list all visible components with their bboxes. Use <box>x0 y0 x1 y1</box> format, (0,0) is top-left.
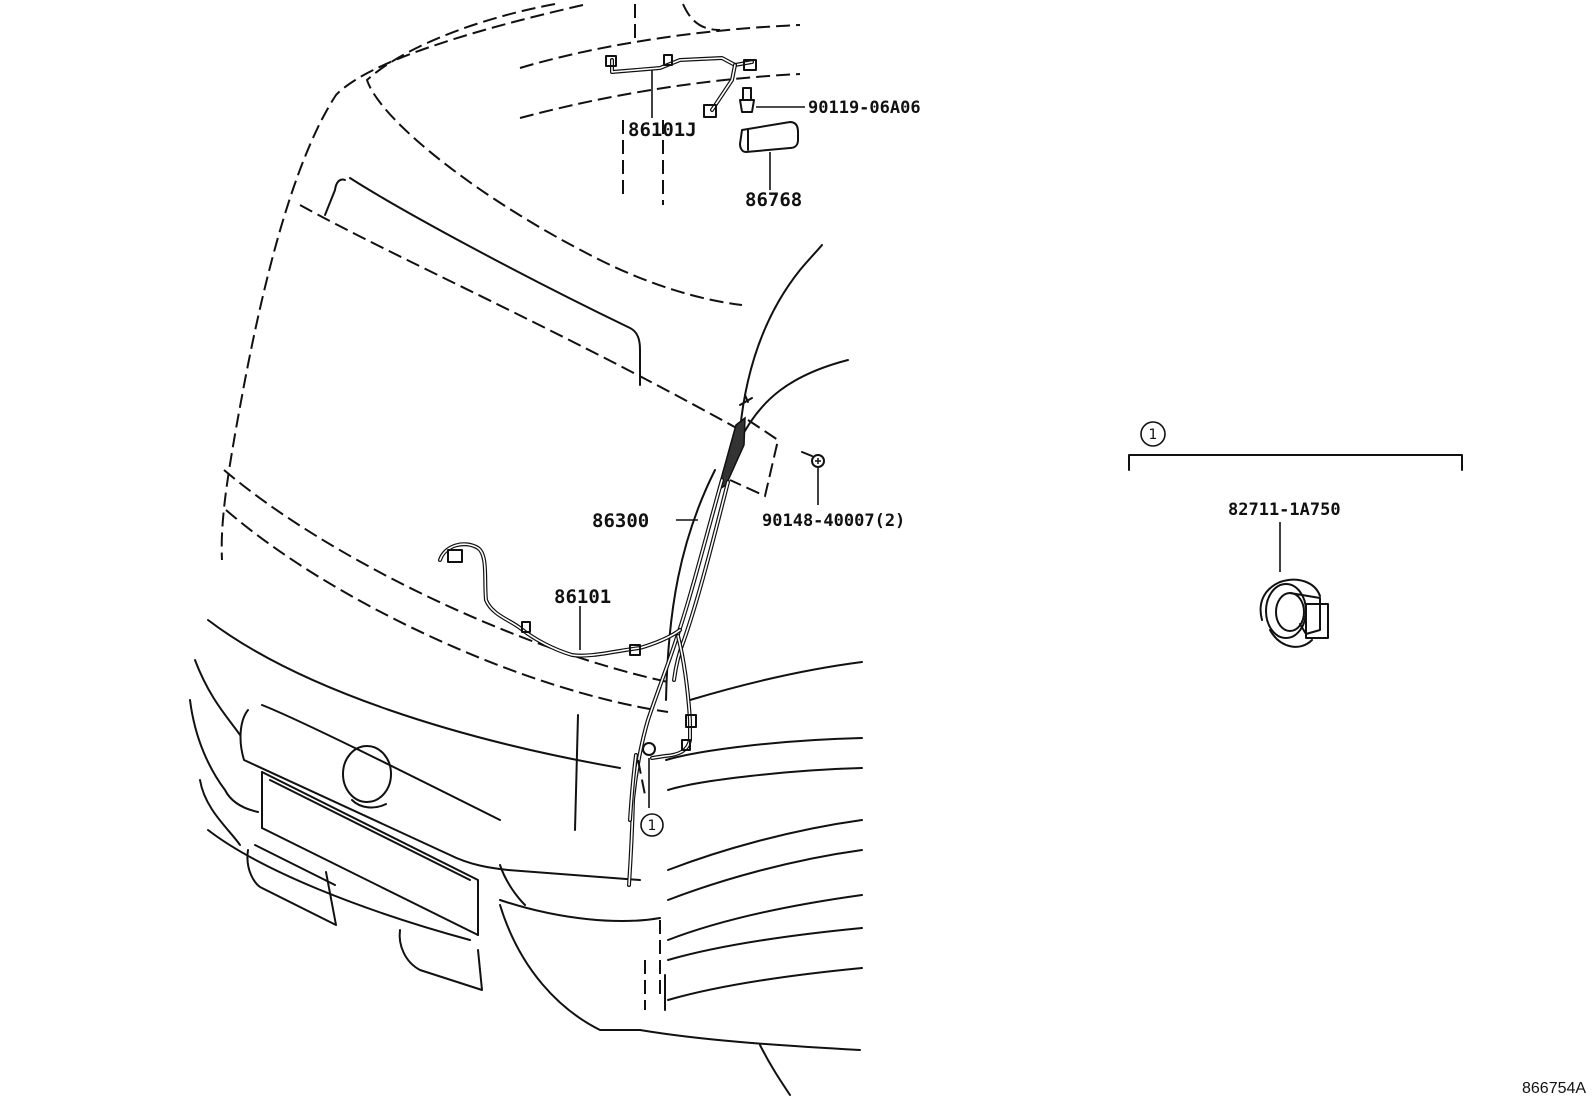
vehicle-body-outline <box>189 3 863 1096</box>
label-86101J: 86101J <box>628 119 697 141</box>
roof-harness-86101J <box>605 54 757 118</box>
reference-marker: 1 <box>640 813 664 837</box>
label-86768: 86768 <box>745 189 802 211</box>
clamp-icon <box>1259 578 1329 648</box>
screw-icon <box>801 451 825 468</box>
leader-lines <box>579 70 1281 808</box>
label-86101: 86101 <box>554 586 611 608</box>
antenna-86300 <box>627 394 780 887</box>
drawing-number: 866754A <box>1522 1080 1586 1097</box>
callout-labels: 86101J 90119-06A06 86768 86300 90148-400… <box>554 98 1341 608</box>
group-bracket: 1 <box>1128 421 1463 471</box>
group-marker-number: 1 <box>1149 427 1158 443</box>
bolt-icon <box>739 87 755 113</box>
label-90119-06A06: 90119-06A06 <box>808 98 921 118</box>
label-90148-40007: 90148-40007(2) <box>762 511 905 531</box>
reference-marker-number: 1 <box>648 818 657 834</box>
label-82711-1A750: 82711-1A750 <box>1228 500 1341 520</box>
label-86300: 86300 <box>592 510 649 532</box>
cover-icon <box>739 121 799 153</box>
front-harness-86101 <box>438 542 697 822</box>
